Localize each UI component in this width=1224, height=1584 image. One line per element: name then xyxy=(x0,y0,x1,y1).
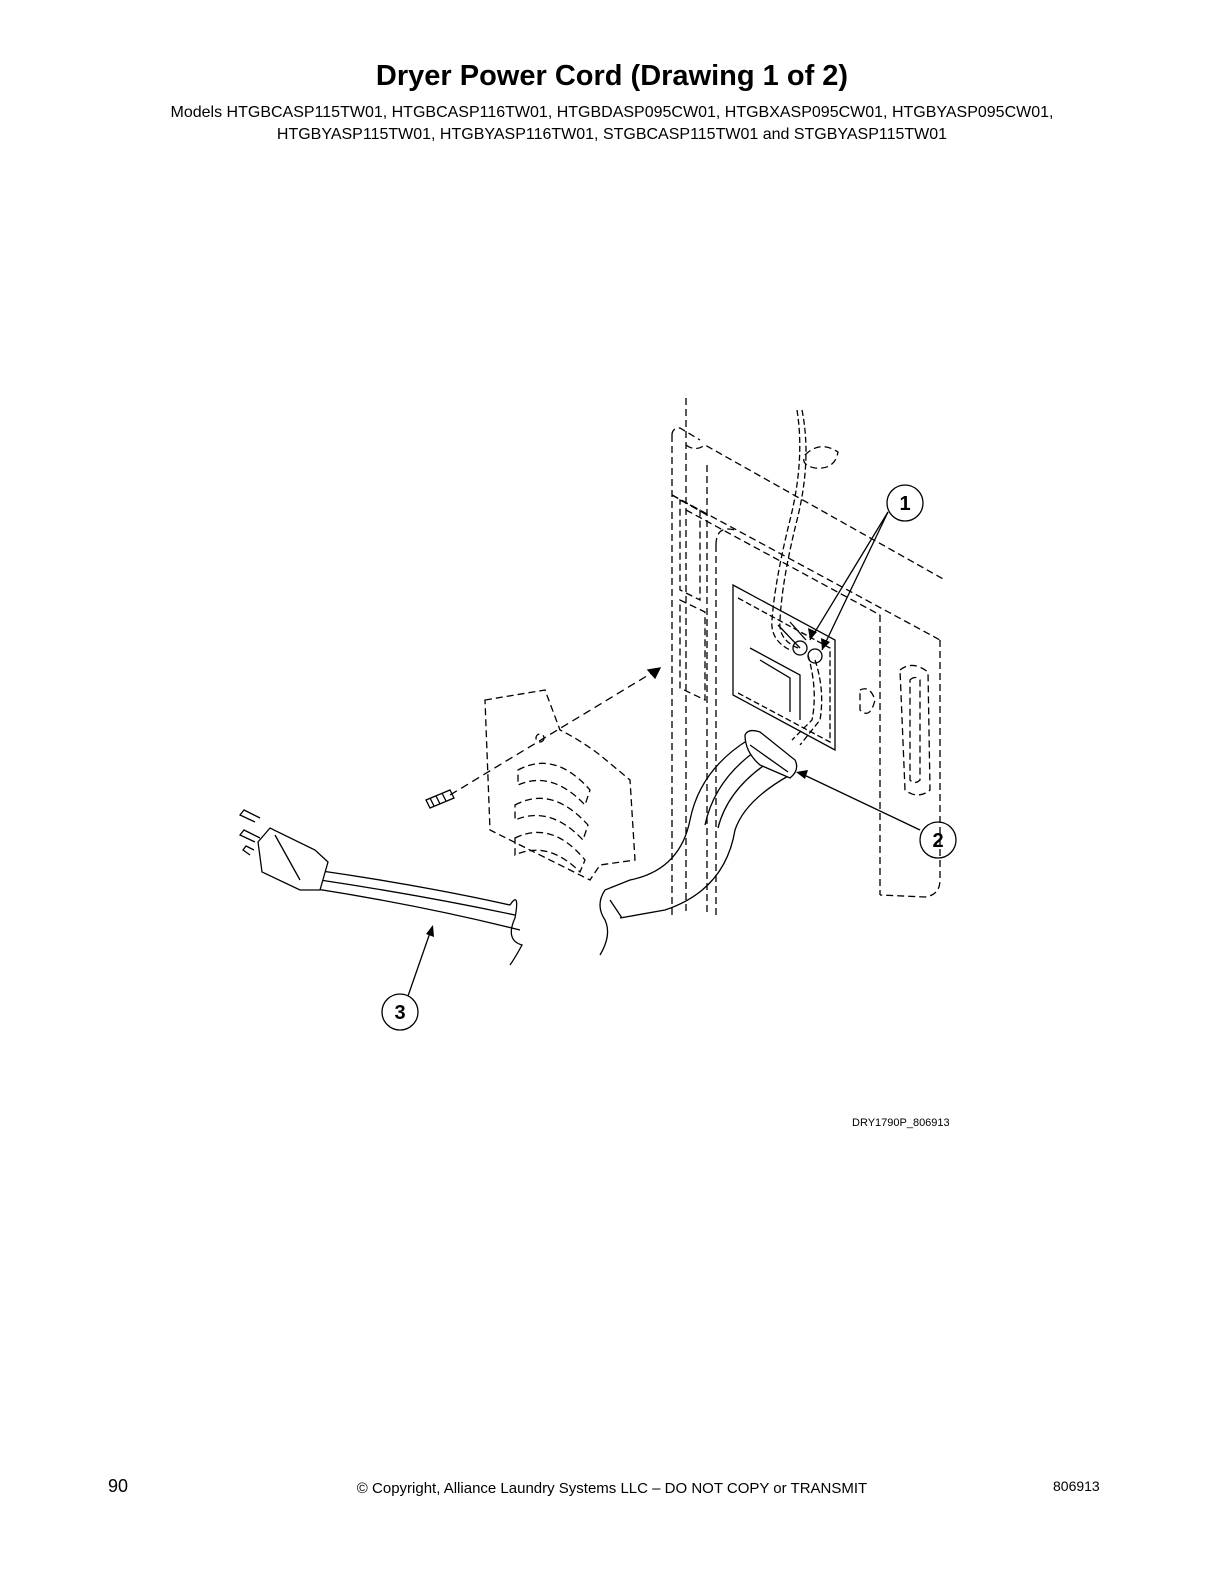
callout-label-2: 2 xyxy=(932,830,943,852)
model-list: Models HTGBCASP115TW01, HTGBCASP116TW01,… xyxy=(60,102,1164,146)
callout-label-3: 3 xyxy=(394,1002,405,1024)
callout-leaders xyxy=(407,511,921,997)
cord-upper-section xyxy=(599,729,798,956)
internal-wires xyxy=(771,409,823,746)
callout-arrowheads xyxy=(426,628,830,937)
terminal-screws xyxy=(777,621,823,664)
strain-relief-plate xyxy=(484,689,636,881)
document-number: 806913 xyxy=(1053,1478,1100,1494)
callout-circle-3 xyxy=(381,993,419,1031)
junction-box xyxy=(732,583,836,752)
model-list-line-2: HTGBYASP115TW01, HTGBYASP116TW01, STGBCA… xyxy=(276,126,948,143)
cabinet-outline xyxy=(671,398,946,915)
callout-label-1: 1 xyxy=(899,493,910,515)
mounting-direction-line xyxy=(449,667,661,796)
callout-circle-2 xyxy=(919,821,957,859)
page-title: Dryer Power Cord (Drawing 1 of 2) xyxy=(375,60,849,92)
page-number: 90 xyxy=(108,1476,129,1496)
mounting-arrowhead xyxy=(646,667,662,680)
copyright-notice: © Copyright, Alliance Laundry Systems LL… xyxy=(356,1480,868,1497)
callout-circle-1 xyxy=(886,484,924,522)
figure-id: DRY1790P_806913 xyxy=(852,1117,950,1129)
model-list-line-1: Models HTGBCASP115TW01, HTGBCASP116TW01,… xyxy=(170,104,1054,121)
cord-lower-section xyxy=(238,809,523,966)
screw xyxy=(425,789,455,809)
